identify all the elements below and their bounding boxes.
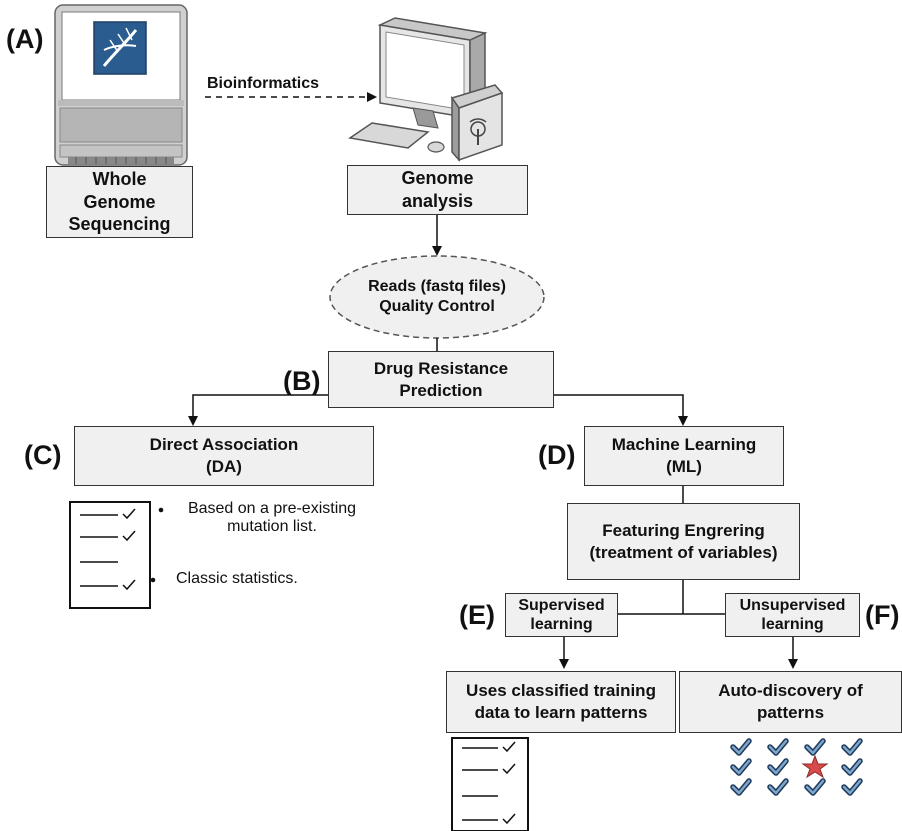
star-icon: [801, 754, 829, 779]
machine-learning-box: Machine Learning (ML): [584, 426, 784, 486]
supervised-box: Supervised learning: [505, 593, 618, 637]
da-bullet-1: Based on a pre-existing mutation list.: [187, 500, 357, 535]
label-d: (D): [538, 440, 576, 470]
computer-icon: [348, 17, 504, 162]
label-e: (E): [459, 600, 495, 630]
bioinformatics-label: Bioinformatics: [207, 75, 320, 92]
label-b: (B): [283, 366, 321, 396]
genome-analysis-box: Genome analysis: [347, 165, 528, 215]
feature-engineering-box: Featuring Engrering (treatment of variab…: [567, 503, 800, 580]
checkmarks-icon: [733, 741, 860, 793]
wgs-box: Whole Genome Sequencing: [46, 166, 193, 238]
checklist-icon: [69, 501, 151, 609]
drug-resistance-box: Drug Resistance Prediction: [328, 351, 554, 408]
da-bullet-2: Classic statistics.: [176, 570, 298, 587]
unsupervised-box: Unsupervised learning: [725, 593, 860, 637]
label-f: (F): [865, 600, 900, 630]
classified-training-box: Uses classified training data to learn p…: [446, 671, 676, 733]
checklist-icon-supervised: [451, 737, 529, 831]
label-a: (A): [6, 24, 44, 54]
label-c: (C): [24, 440, 62, 470]
auto-discovery-box: Auto-discovery of patterns: [679, 671, 902, 733]
sequencer-icon: [54, 4, 188, 166]
reads-qc-label: Reads (fastq files) Quality Control: [368, 277, 506, 315]
direct-association-box: Direct Association (DA): [74, 426, 374, 486]
